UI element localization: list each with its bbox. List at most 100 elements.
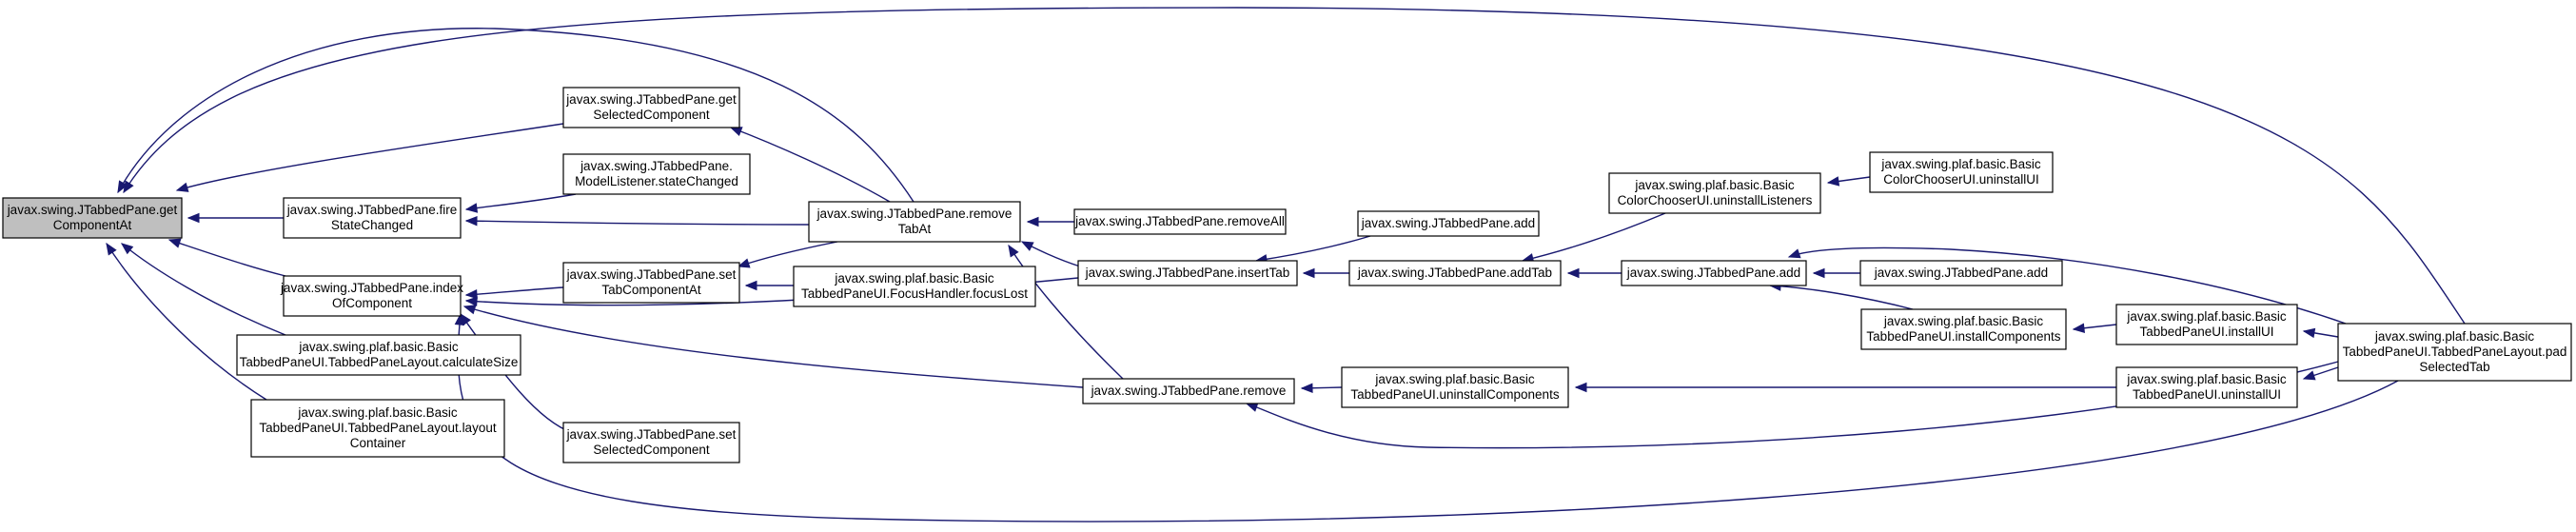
arrow-head: [462, 305, 477, 315]
node-label-line: javax.swing.plaf.basic.Basic: [2374, 329, 2535, 344]
node-box: [808, 201, 1021, 243]
edge-removeTabAt-to-getComponentAt: [117, 28, 914, 203]
node-box: [1073, 208, 1287, 235]
node-removeAll[interactable]: javax.swing.JTabbedPane.removeAll: [1073, 208, 1287, 235]
node-uninstallComponents[interactable]: javax.swing.plaf.basic.BasicTabbedPaneUI…: [1341, 366, 1569, 408]
node-box: [1077, 260, 1298, 286]
edge-fireStateChanged-to-getComponentAt: [187, 212, 284, 224]
node-label-line: TabbedPaneUI.TabbedPaneLayout.calculateS…: [240, 355, 519, 369]
edge-line: [465, 286, 564, 296]
node-label-line: ComponentAt: [53, 218, 132, 232]
edge-stateChanged-to-fireStateChanged: [464, 193, 577, 213]
arrow-head: [464, 215, 478, 227]
node-installUI[interactable]: javax.swing.plaf.basic.BasicTabbedPaneUI…: [2115, 304, 2298, 345]
node-setSelectedComponent[interactable]: javax.swing.JTabbedPane.setSelectedCompo…: [562, 422, 740, 463]
edge-calculateSize-to-getComponentAt: [120, 243, 286, 336]
node-box: [562, 422, 740, 463]
node-label-line: javax.swing.JTabbedPane.add: [1626, 266, 1800, 280]
node-box: [236, 334, 521, 376]
node-setTabComponentAt[interactable]: javax.swing.JTabbedPane.setTabComponentA…: [562, 262, 740, 304]
edge-insertTab-to-removeTabAt: [1020, 241, 1081, 267]
arrow-head: [1245, 402, 1259, 412]
node-padSelectedTab[interactable]: javax.swing.plaf.basic.BasicTabbedPaneUI…: [2337, 323, 2572, 382]
node-add1[interactable]: javax.swing.JTabbedPane.add: [1357, 210, 1540, 237]
edge-uninstallUI-to-uninstallComponents: [1574, 382, 2116, 393]
arrow-head: [1812, 267, 1825, 279]
node-box: [793, 266, 1036, 307]
node-label-line: ColorChooserUI.uninstallUI: [1883, 172, 2039, 187]
node-label-line: TabbedPaneUI.uninstallComponents: [1350, 387, 1559, 402]
node-label-line: javax.swing.JTabbedPane.add: [1361, 216, 1535, 230]
edge-layoutContainer-to-getComponentAt: [106, 242, 267, 401]
node-label-line: ModelListener.stateChanged: [575, 174, 738, 188]
arrow-head: [454, 312, 465, 325]
node-getSelectedComponent[interactable]: javax.swing.JTabbedPane.getSelectedCompo…: [562, 87, 740, 128]
node-label-line: javax.swing.plaf.basic.Basic: [2126, 309, 2287, 324]
node-label-line: SelectedComponent: [593, 108, 710, 122]
node-label-line: javax.swing.JTabbedPane.: [580, 159, 733, 173]
arrow-head: [1787, 248, 1801, 259]
node-insertTab[interactable]: javax.swing.JTabbedPane.insertTab: [1077, 260, 1298, 286]
node-label-line: Container: [350, 436, 406, 450]
node-box: [2337, 323, 2572, 382]
node-label-line: javax.swing.plaf.basic.Basic: [1634, 178, 1795, 192]
edge-removeTabAt-to-setTabComponentAt: [737, 241, 838, 268]
node-layoutContainer[interactable]: javax.swing.plaf.basic.BasicTabbedPaneUI…: [250, 399, 505, 458]
arrow-head: [117, 180, 128, 194]
node-box: [2, 197, 183, 239]
node-box: [283, 197, 462, 239]
edge-padSelectedTab-to-uninstallUI: [2302, 366, 2339, 381]
node-addTab[interactable]: javax.swing.JTabbedPane.addTab: [1348, 260, 1562, 286]
node-uninstallListeners[interactable]: javax.swing.plaf.basic.BasicColorChooser…: [1608, 172, 1821, 214]
edge-line: [1008, 245, 1124, 380]
node-label-line: javax.swing.JTabbedPane.get: [565, 92, 737, 107]
edge-line: [168, 239, 286, 277]
node-add2[interactable]: javax.swing.JTabbedPane.add: [1621, 260, 1807, 286]
node-focusLost[interactable]: javax.swing.plaf.basic.BasicTabbedPaneUI…: [793, 266, 1036, 307]
edge-add1-to-insertTab: [1254, 235, 1371, 265]
edge-line: [737, 241, 838, 267]
arrow-head: [175, 182, 189, 192]
edge-remove-to-indexOfComponent: [462, 305, 1084, 388]
arrow-head: [187, 212, 200, 224]
node-label-line: TabbedPaneUI.TabbedPaneLayout.layout: [259, 421, 496, 435]
arrow-head: [167, 238, 182, 248]
arrow-head: [1566, 267, 1580, 279]
node-label-line: TabComponentAt: [601, 283, 701, 297]
node-add3[interactable]: javax.swing.JTabbedPane.add: [1859, 260, 2063, 286]
node-label-line: TabbedPaneUI.installUI: [2139, 325, 2273, 339]
node-box: [1341, 366, 1569, 408]
node-uninstallUI[interactable]: javax.swing.plaf.basic.BasicTabbedPaneUI…: [2115, 366, 2298, 408]
node-installComponents[interactable]: javax.swing.plaf.basic.BasicTabbedPaneUI…: [1860, 308, 2067, 350]
node-calculateSize[interactable]: javax.swing.plaf.basic.BasicTabbedPaneUI…: [236, 334, 521, 376]
node-label-line: javax.swing.plaf.basic.Basic: [298, 340, 459, 354]
arrow-head: [464, 203, 479, 213]
node-label-line: javax.swing.plaf.basic.Basic: [1883, 314, 2044, 328]
edge-padSelectedTab-to-getComponentAt: [123, 7, 2466, 325]
edge-padSelectedTab-to-indexOfComponent: [454, 312, 2399, 522]
arrow-head: [1008, 244, 1019, 258]
node-label-line: StateChanged: [331, 218, 413, 232]
edge-getSelectedComponent-to-getComponentAt: [175, 123, 564, 192]
node-box: [1869, 151, 2054, 193]
arrow-head: [1300, 383, 1313, 393]
edge-removeTabAt-to-fireStateChanged: [464, 215, 810, 227]
arrow-head: [2302, 370, 2316, 381]
node-label-line: javax.swing.JTabbedPane.remove: [816, 207, 1013, 221]
node-label-line: TabAt: [898, 222, 932, 236]
node-label-line: javax.swing.plaf.basic.Basic: [297, 405, 458, 420]
arrow-head: [2302, 327, 2316, 339]
edge-removeAll-to-removeTabAt: [1026, 216, 1074, 227]
node-label-line: TabbedPaneUI.installComponents: [1866, 329, 2060, 344]
edge-uninstallComponents-to-remove: [1300, 383, 1343, 393]
node-ccUninstallUI[interactable]: javax.swing.plaf.basic.BasicColorChooser…: [1869, 151, 2054, 193]
edge-line: [1788, 246, 2347, 325]
node-stateChanged[interactable]: javax.swing.JTabbedPane.ModelListener.st…: [562, 153, 751, 195]
node-label-line: SelectedComponent: [593, 443, 710, 457]
node-remove[interactable]: javax.swing.JTabbedPane.remove: [1082, 378, 1295, 404]
